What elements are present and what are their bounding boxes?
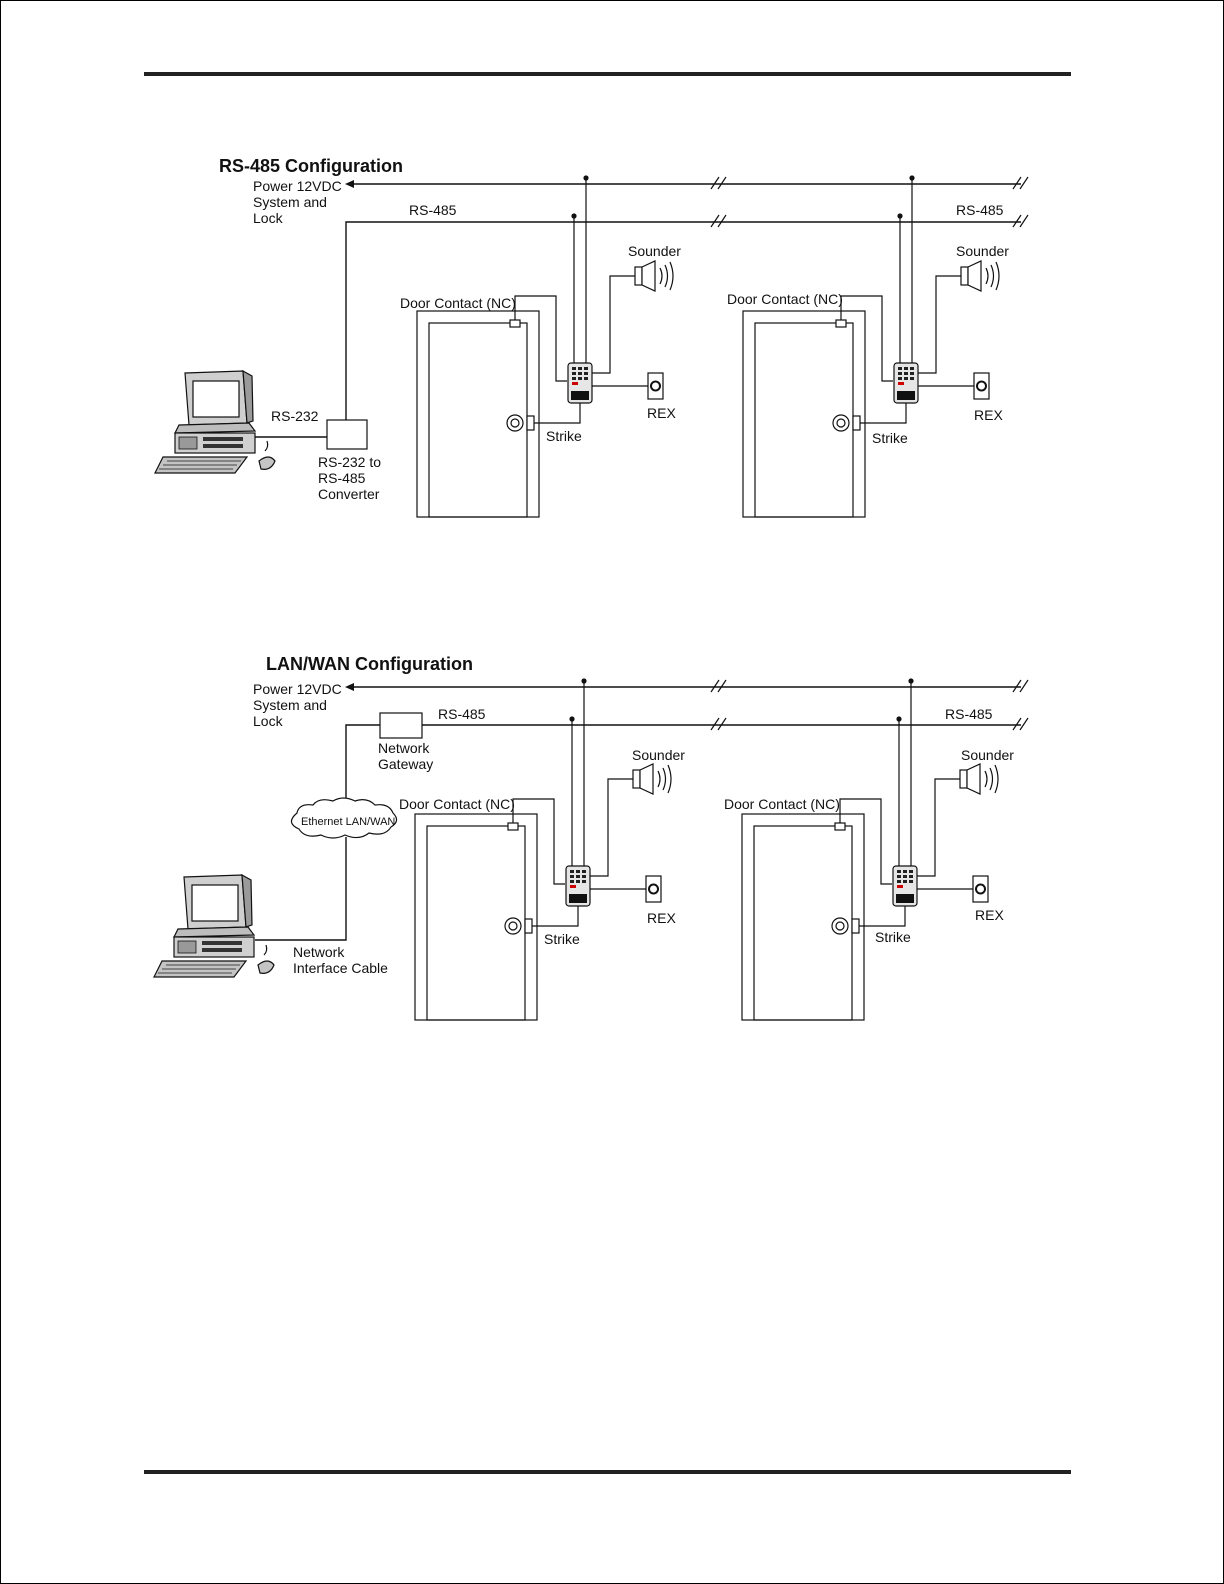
door-2-strike-label: Strike [872, 430, 908, 446]
line-break-marks [710, 679, 1029, 731]
nic-label-line1: Network [293, 944, 345, 960]
door-1-sounder-label: Sounder [628, 243, 681, 259]
door-1-strike-label: Strike [546, 428, 582, 444]
door-2-rex-label: REX [975, 907, 1004, 923]
gateway-label-line1: Network [378, 740, 430, 756]
door-2-assembly [742, 174, 1000, 518]
door-2-sounder-label: Sounder [961, 747, 1014, 763]
door-2-contact-label: Door Contact (NC) [727, 291, 843, 307]
door-1-sounder-label: Sounder [632, 747, 685, 763]
gateway-label-line2: Gateway [378, 756, 433, 772]
door-1-assembly [414, 677, 672, 1021]
computer-icon [154, 370, 276, 474]
power-label-line2: System and [253, 194, 327, 210]
door-1-rex-label: REX [647, 910, 676, 926]
network-interface-cable [255, 837, 347, 941]
converter-box [326, 419, 368, 450]
door-2-contact-label: Door Contact (NC) [724, 796, 840, 812]
bus-label-right: RS-485 [945, 706, 993, 722]
power-label-line3: Lock [253, 210, 284, 226]
door-2-assembly [741, 677, 999, 1021]
rs485-title: RS-485 Configuration [219, 156, 403, 176]
bus-label-right: RS-485 [956, 202, 1004, 218]
converter-label-line3: Converter [318, 486, 380, 502]
power-arrow [345, 683, 354, 691]
power-label-line2: System and [253, 697, 327, 713]
rs232-label: RS-232 [271, 408, 319, 424]
door-1-assembly [416, 174, 674, 518]
power-arrow [345, 180, 354, 188]
door-2-rex-label: REX [974, 407, 1003, 423]
door-1-contact-label: Door Contact (NC) [400, 295, 516, 311]
door-1-strike-label: Strike [544, 931, 580, 947]
computer-icon [153, 874, 275, 978]
power-label-line3: Lock [253, 713, 284, 729]
ethernet-cloud-icon [290, 797, 398, 839]
bus-label-left: RS-485 [409, 202, 457, 218]
door-1-contact-label: Door Contact (NC) [399, 796, 515, 812]
lanwan-configuration-diagram: LAN/WAN Configuration Power 12VDC System… [153, 654, 1029, 1021]
converter-label-line2: RS-485 [318, 470, 366, 486]
door-1-rex-label: REX [647, 405, 676, 421]
power-label-line1: Power 12VDC [253, 681, 342, 697]
door-2-strike-label: Strike [875, 929, 911, 945]
cloud-label: Ethernet LAN/WAN [301, 816, 395, 828]
lan-uplink-cable [345, 724, 380, 808]
network-gateway-box [379, 712, 423, 739]
nic-label-line2: Interface Cable [293, 960, 388, 976]
lanwan-title: LAN/WAN Configuration [266, 654, 473, 674]
converter-label-line1: RS-232 to [318, 454, 381, 470]
power-label-line1: Power 12VDC [253, 178, 342, 194]
door-2-sounder-label: Sounder [956, 243, 1009, 259]
line-break-marks [710, 176, 1029, 228]
rs485-bus [345, 221, 1021, 420]
bus-label-left: RS-485 [438, 706, 486, 722]
rs485-configuration-diagram: RS-485 Configuration Power 12VDC System … [154, 156, 1029, 518]
